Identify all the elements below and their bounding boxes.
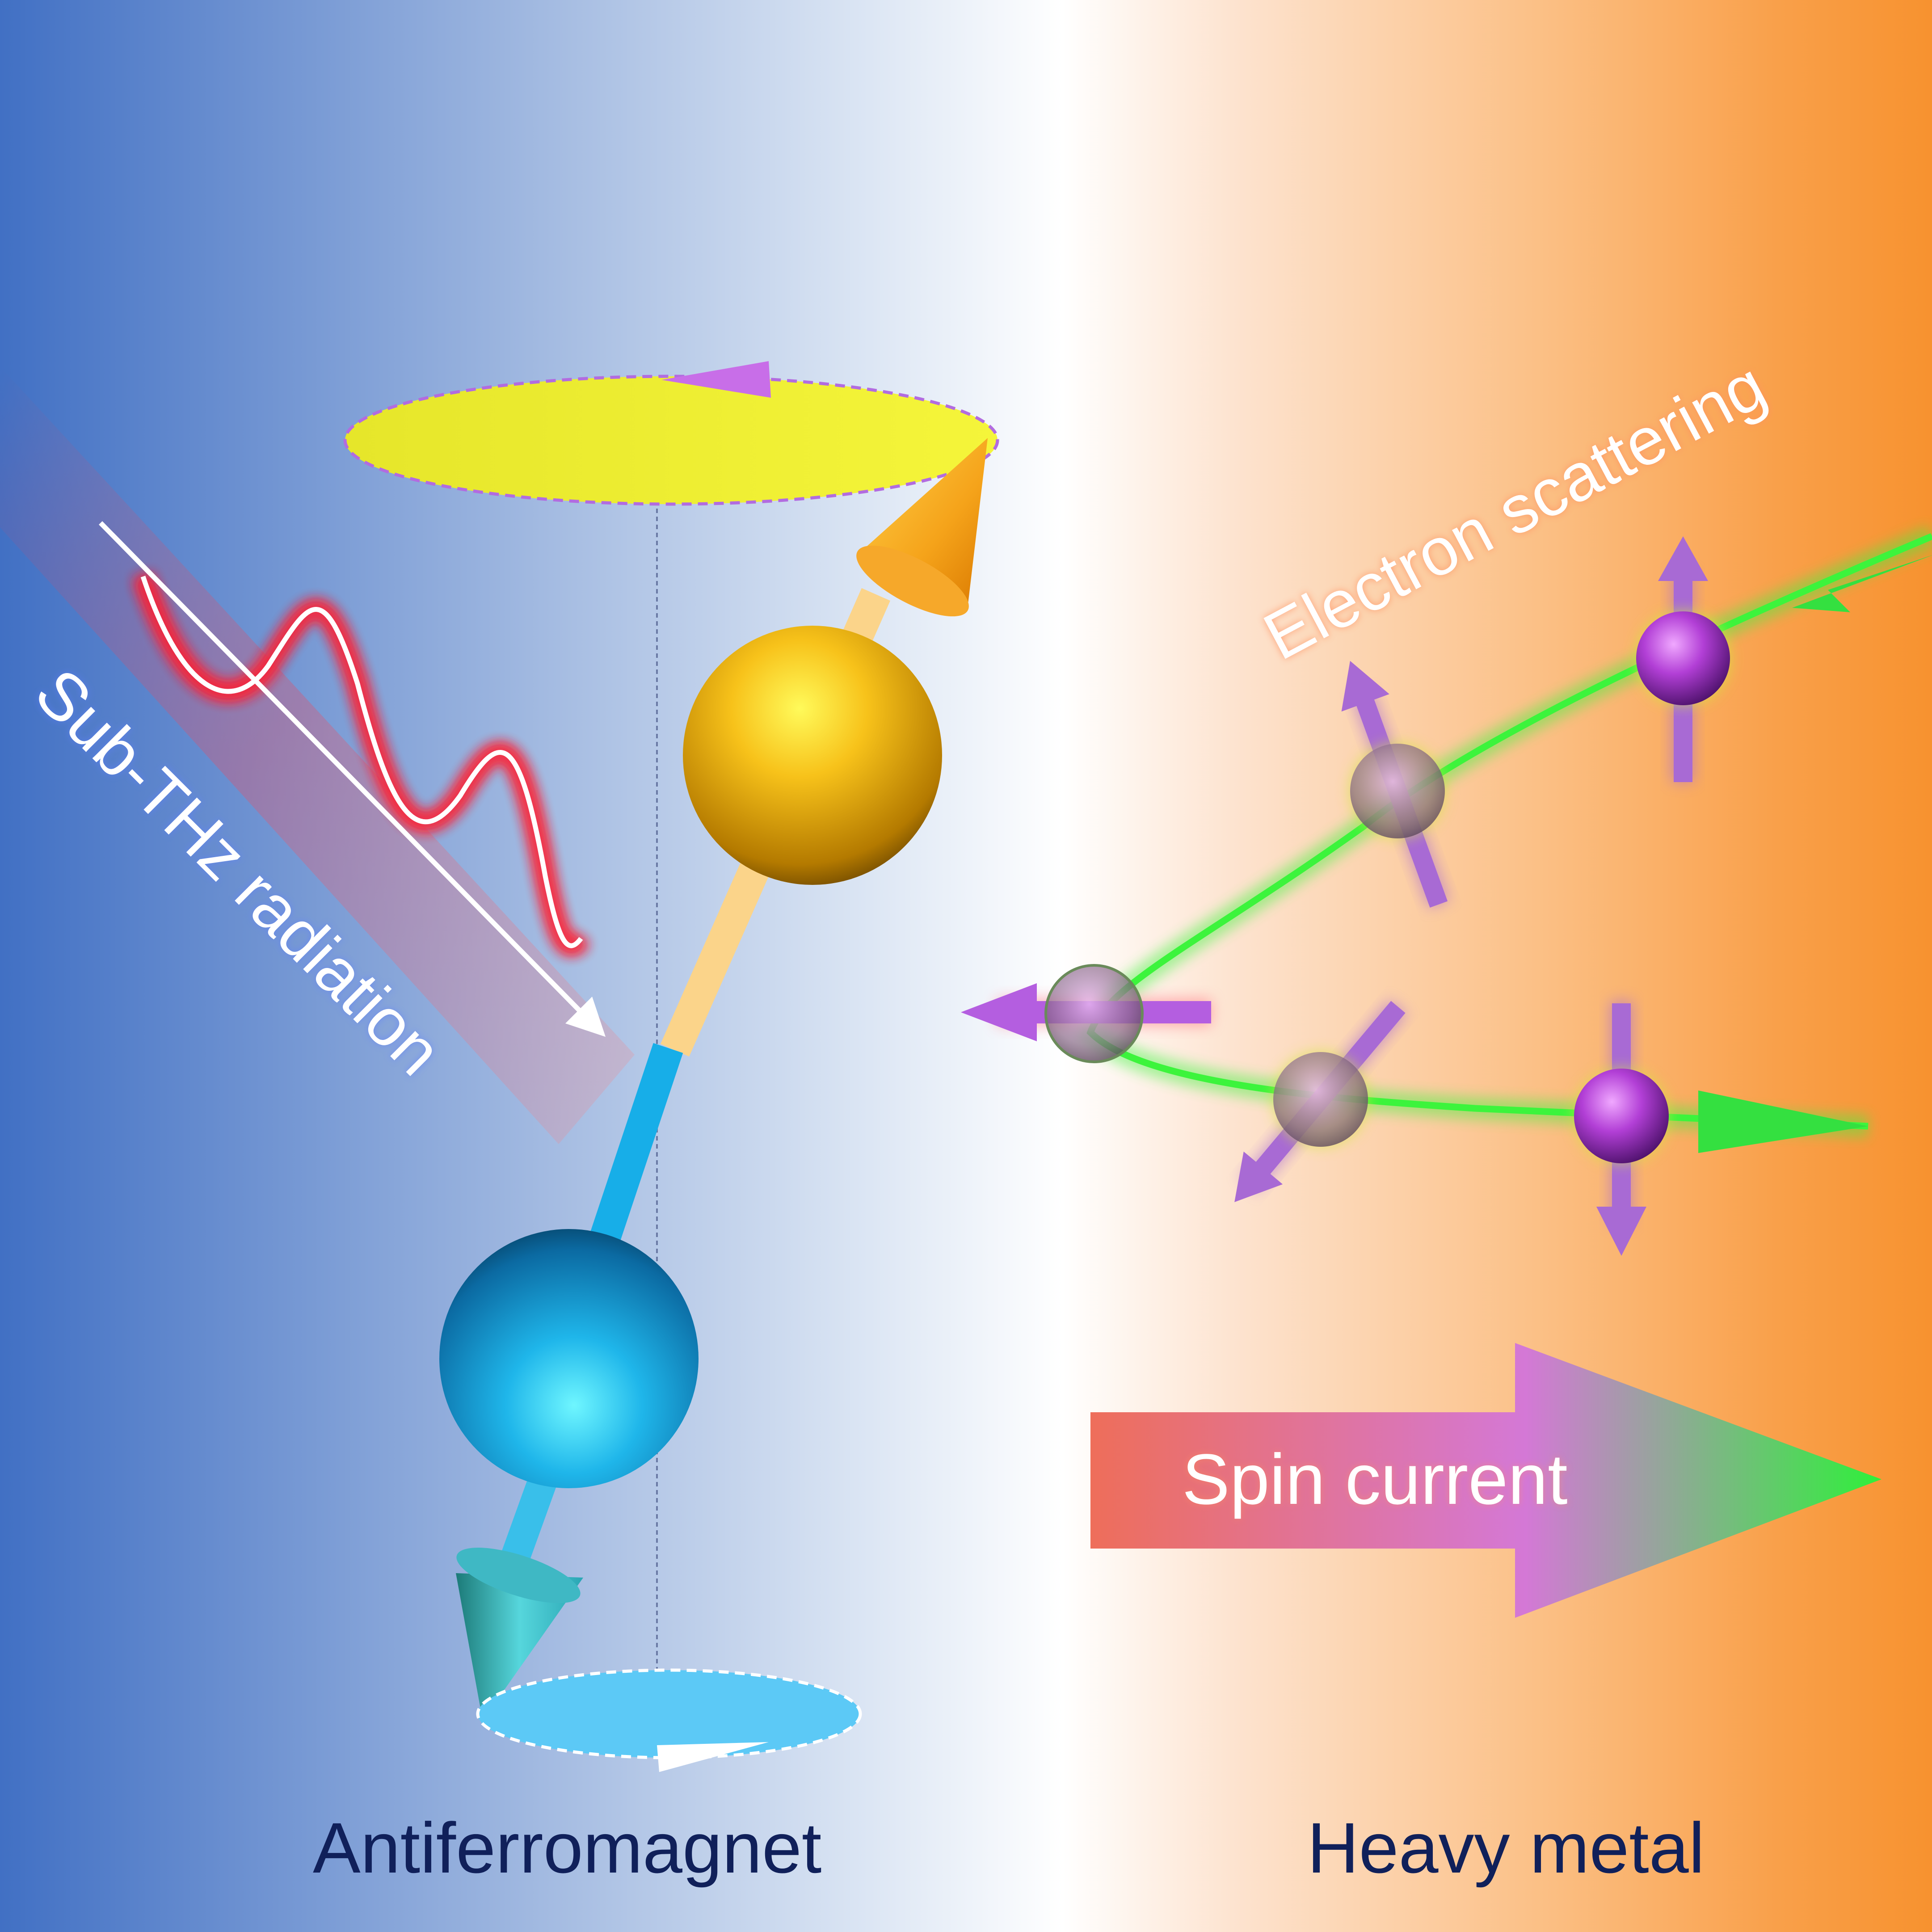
big-gradient-arrow — [1090, 1343, 1881, 1618]
spin-current-label-glow: Spin current — [1182, 1439, 1568, 1519]
antiferromagnet-label: Antiferromagnet — [313, 1808, 821, 1888]
radiation-beam-haze — [0, 366, 635, 1144]
wave-arrow — [99, 521, 606, 1037]
electron-path-arrow-in — [1792, 555, 1932, 612]
electron-path — [1078, 526, 1932, 1153]
propagation-arrow-line — [99, 521, 594, 1025]
heavy-metal-label: Heavy metal — [1307, 1808, 1705, 1888]
precession-direction-arrow-bottom — [657, 1742, 769, 1772]
electron-sphere — [1341, 661, 1449, 909]
blue-cone-icon — [456, 1548, 583, 1721]
electron-sphere — [1234, 1000, 1407, 1202]
electron-sphere — [1635, 536, 1731, 782]
gold-cone-icon — [856, 438, 988, 617]
electron-sphere — [1572, 1001, 1671, 1256]
electron-sphere — [961, 964, 1211, 1063]
precession-cone-top — [343, 361, 999, 506]
precession-direction-arrow-top — [661, 361, 771, 398]
propagation-arrow-head — [565, 997, 606, 1037]
electron-path-arrow-out — [1698, 1090, 1868, 1153]
spin-sphere-gold — [683, 626, 942, 885]
precession-cone-bottom — [476, 1668, 862, 1772]
spin-sphere-blue — [439, 1229, 699, 1488]
spin-current-label: Spin current — [1182, 1439, 1568, 1519]
